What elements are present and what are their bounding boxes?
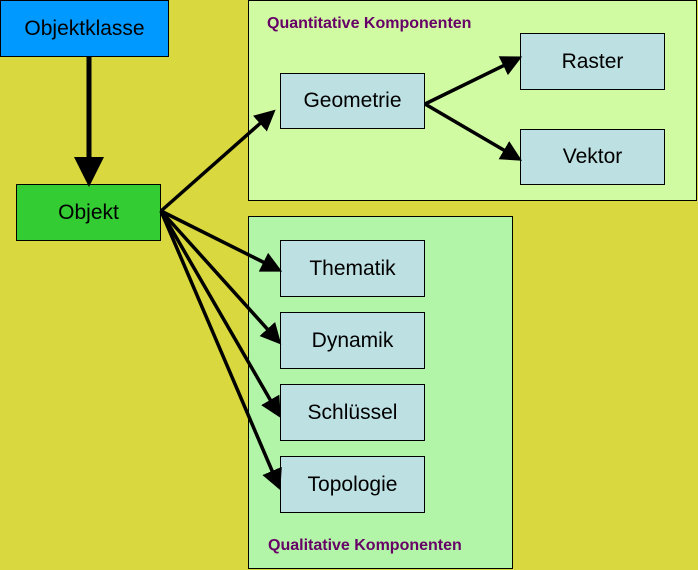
node-objekt[interactable]: Objekt (16, 184, 161, 241)
edge-objekt-thematik (160, 209, 283, 272)
node-geometrie[interactable]: Geometrie (280, 73, 425, 129)
node-schluessel[interactable]: Schlüssel (280, 384, 425, 441)
edge-objekt-dynamik (159, 209, 282, 345)
edge-objekt-topologie (159, 210, 282, 491)
node-raster[interactable]: Raster (520, 33, 665, 90)
node-objektklasse[interactable]: Objektklasse (0, 0, 169, 57)
node-dynamik[interactable]: Dynamik (280, 312, 425, 369)
edge-geometrie-raster (424, 56, 523, 106)
quantitative-group-label: Quantitative Komponenten (267, 15, 472, 32)
qualitative-group-label: Qualitative Komponenten (268, 537, 462, 554)
edge-geometrie-vektor (424, 102, 523, 161)
node-vektor[interactable]: Vektor (520, 129, 665, 185)
edge-objekt-schluessel (159, 210, 281, 419)
node-topologie[interactable]: Topologie (280, 456, 425, 513)
edge-objekt-geometrie (159, 109, 276, 213)
node-thematik[interactable]: Thematik (280, 240, 425, 297)
